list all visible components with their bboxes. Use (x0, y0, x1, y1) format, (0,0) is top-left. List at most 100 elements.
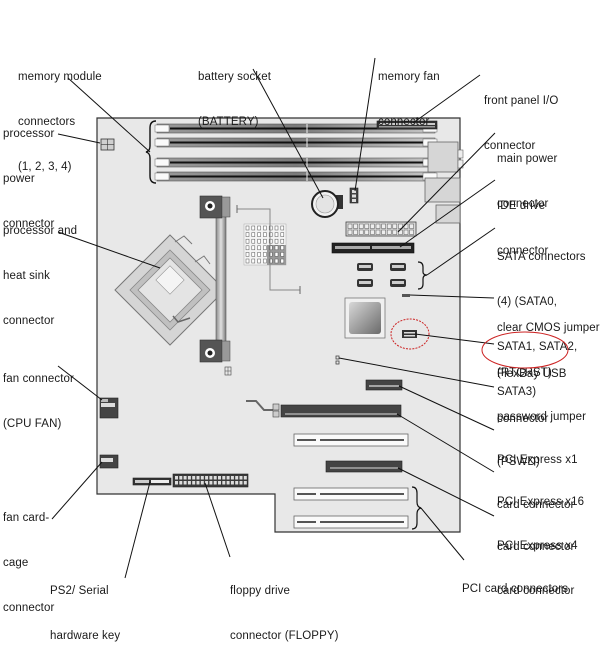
label-front-panel-io-connector: front panel I/O connector (484, 64, 558, 169)
label-line: PCI card connectors (462, 583, 569, 595)
label-line: memory module (18, 71, 102, 83)
pci-slot-2 (293, 487, 409, 501)
label-line: memory fan (378, 71, 440, 83)
pci-slot-3 (293, 515, 409, 529)
pin (263, 245, 267, 251)
processor-power-connector (100, 138, 115, 151)
floppy-drive-connector (172, 473, 249, 488)
pin (257, 225, 261, 231)
label-line: connector (3, 315, 55, 327)
label-line: FlexBay USB (497, 368, 567, 380)
pin (386, 223, 392, 229)
pin (268, 245, 273, 251)
pin (205, 476, 209, 480)
pin (358, 229, 364, 235)
label-line: main power (497, 153, 558, 165)
heat-sink-retention-rail (199, 195, 231, 363)
label-line: connector (3, 602, 55, 614)
pin (347, 229, 353, 235)
label-line: PS2/ Serial (50, 585, 109, 597)
pin (375, 229, 381, 235)
pin (280, 258, 285, 264)
label-battery-socket: battery socket (BATTERY) (198, 40, 271, 145)
label-pcie-x16-connector: PCI Express x16 card connector (497, 465, 584, 570)
label-line: card connector (497, 585, 575, 597)
pin (257, 258, 261, 264)
leader-memory (67, 77, 151, 153)
pin (268, 225, 273, 231)
pin (175, 481, 178, 485)
pin (257, 238, 261, 244)
leader-flexbay (414, 333, 495, 345)
pin (245, 245, 250, 251)
label-line: connector (378, 116, 430, 128)
ide-drive-connector (331, 242, 415, 254)
pin (257, 252, 261, 257)
pin (280, 238, 285, 244)
label-line: (RTCRST) (497, 367, 552, 379)
pin (251, 225, 256, 231)
pin (230, 476, 234, 480)
memory-brace (145, 120, 157, 184)
label-line: connector (3, 218, 55, 230)
leader-cpu-fan (57, 365, 103, 401)
label-line: processor (3, 128, 55, 140)
ps2-serial-hardware-key (132, 477, 172, 486)
dimm-slot-3 (154, 157, 438, 168)
system-board (96, 117, 461, 533)
label-line: connector (FLOPPY) (230, 630, 339, 642)
leader-pcie-x1 (398, 385, 495, 431)
pin (245, 258, 250, 264)
pin (409, 223, 414, 229)
flexbay-usb-connector (402, 330, 417, 338)
pin (409, 229, 414, 235)
pin (274, 225, 279, 231)
pin (268, 238, 273, 244)
pin (251, 258, 256, 264)
label-password-jumper: password jumper (PSWD) (497, 380, 586, 485)
pin (230, 481, 234, 485)
leader-ps2 (124, 481, 151, 579)
pin (243, 476, 247, 480)
fan-card-cage-connector (99, 454, 119, 469)
chipset (344, 297, 386, 339)
flexbay-highlight-circle (390, 318, 430, 350)
leader-pcie-x16 (396, 413, 495, 473)
pin (263, 258, 267, 264)
pin (209, 481, 213, 485)
pin (370, 223, 375, 229)
label-line: power (3, 173, 35, 185)
pin (364, 223, 370, 229)
pin (226, 476, 230, 480)
label-pci-card-connectors: PCI card connectors (462, 552, 568, 612)
label-line: connectors (18, 116, 76, 128)
pin (245, 238, 250, 244)
pcie-x16-slot (246, 400, 402, 418)
label-main-power-connector: main power connector (497, 122, 557, 227)
label-line: password jumper (497, 411, 587, 423)
label-pcie-x4-connector: PCI Express x4 card connector (497, 509, 578, 614)
pci-card-connectors (293, 486, 422, 530)
label-line: heat sink (3, 270, 50, 282)
label-line: card connector (497, 499, 575, 511)
label-line: connector (497, 198, 549, 210)
pin (218, 481, 221, 485)
label-line: floppy drive (230, 585, 291, 597)
label-processor-power-connector: processor power connector (3, 97, 54, 247)
pin (386, 229, 392, 235)
memory-fan-connector (349, 187, 359, 204)
pin (183, 476, 187, 480)
pin (280, 245, 285, 251)
label-memory-fan-connector: memory fan connector (378, 40, 440, 145)
pin (245, 232, 250, 237)
pin (280, 232, 285, 237)
voltage-regulator-area (236, 205, 301, 294)
label-line: connector (497, 245, 549, 257)
pin (200, 481, 204, 485)
pin (274, 258, 279, 264)
pin (392, 223, 398, 229)
leader-main-power (397, 132, 496, 233)
pin (392, 229, 398, 235)
pin (179, 481, 183, 485)
dimm-slot-4 (154, 171, 438, 182)
